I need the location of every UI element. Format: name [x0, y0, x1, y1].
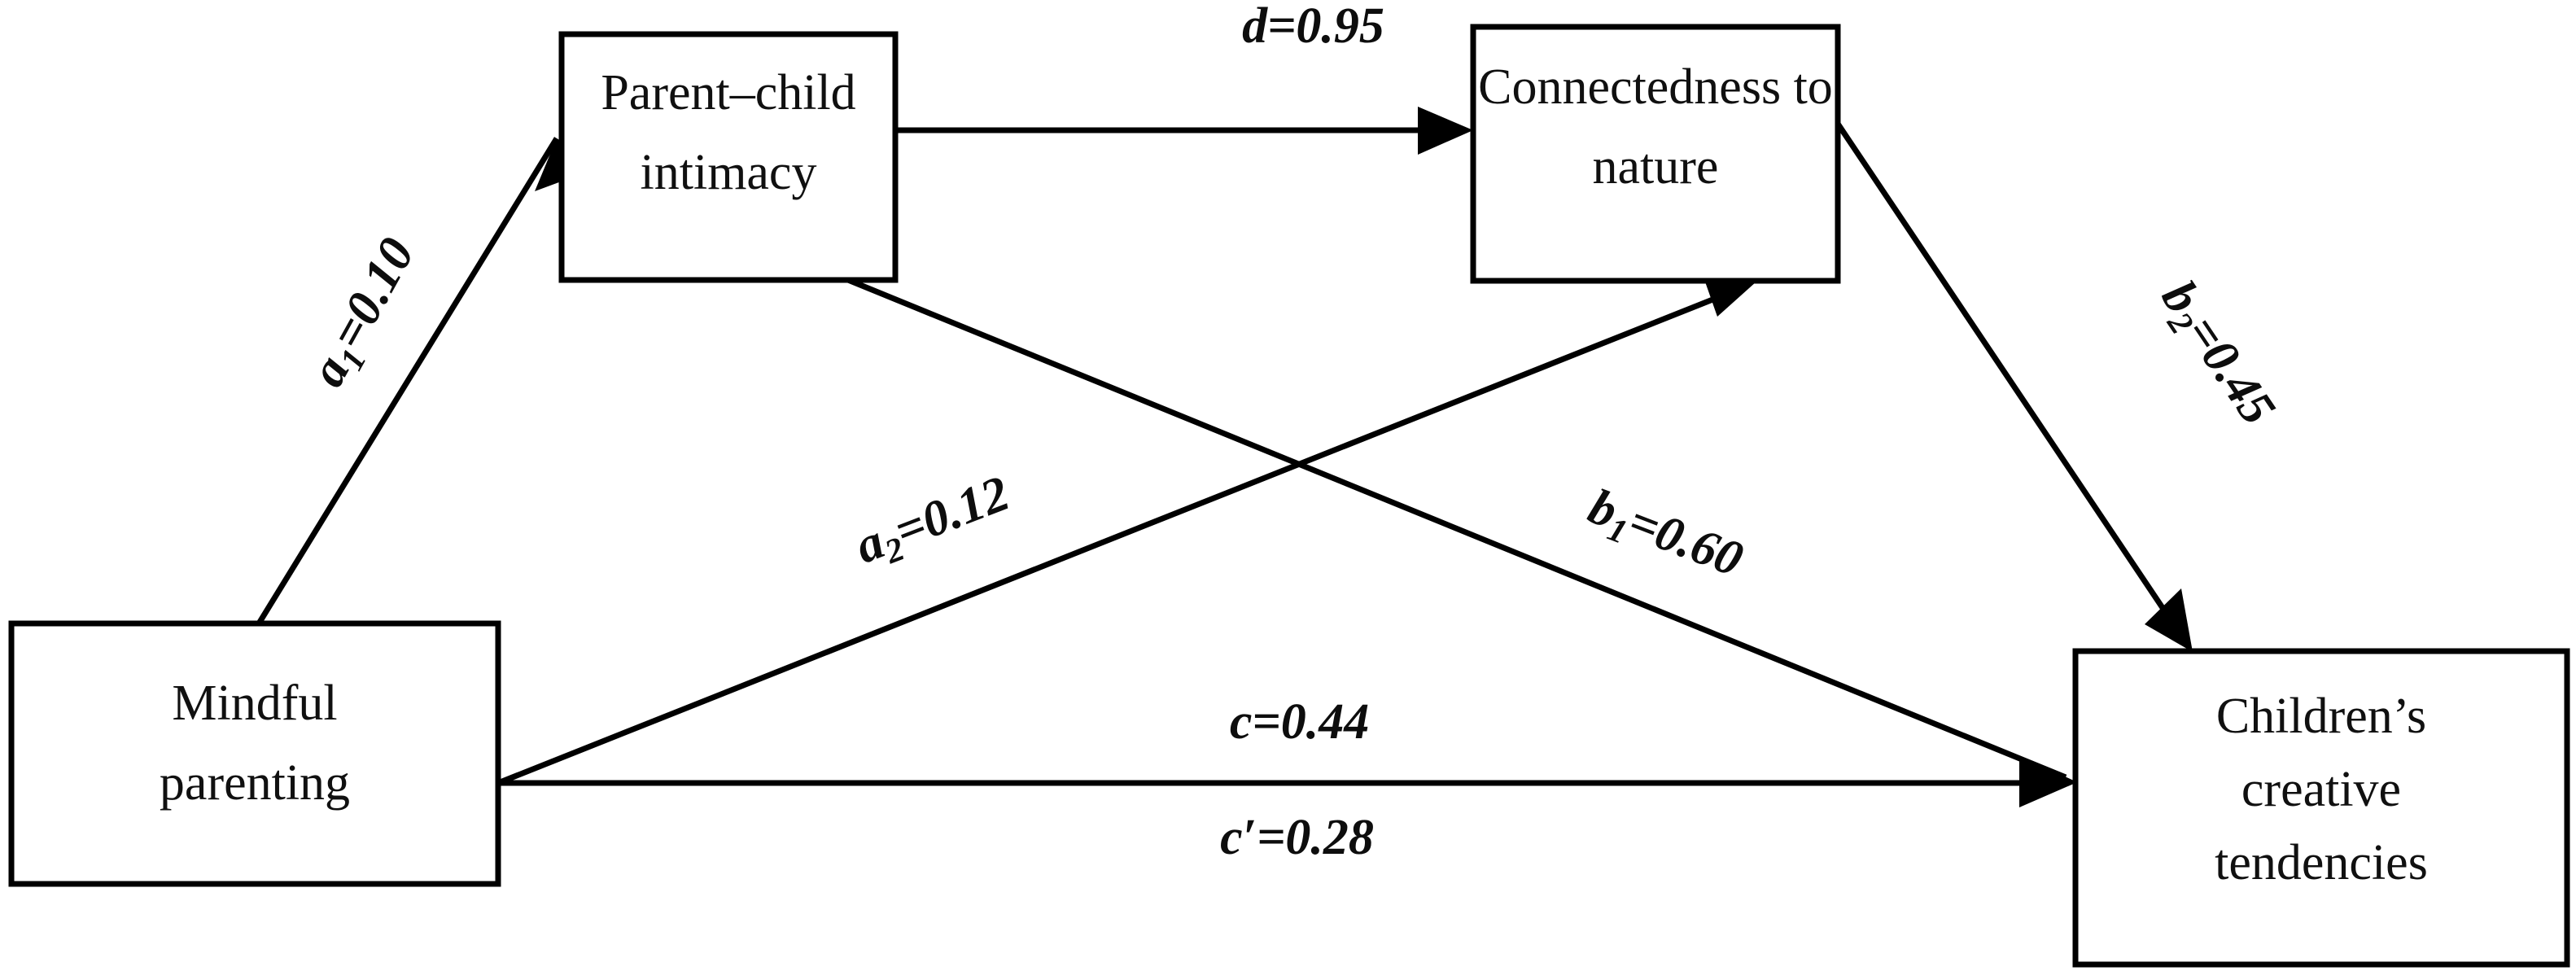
edge-d — [895, 107, 1473, 155]
node-childrens-creative-tendencies-box — [2072, 648, 2570, 968]
edge-label-c-prime-text: c′=0.28 — [1107, 810, 1463, 865]
node-connectedness-to-nature-label-line1: Connectedness to — [1478, 59, 1833, 115]
edge-c — [498, 759, 2075, 807]
edge-label-a2-text: a2=0.12 — [742, 434, 1101, 620]
edge-label-d-number: 0.95 — [1296, 0, 1384, 54]
edge-label-d-equals: = — [1267, 0, 1296, 54]
edge-label-c-prime-equals: = — [1257, 810, 1285, 865]
edge-label-d: d=0.95 — [1129, 0, 1473, 54]
edge-label-d-symbol: d — [1242, 0, 1268, 54]
node-mindful-parenting-label-line1: Mindful — [172, 676, 337, 731]
edge-c-arrowhead — [2019, 759, 2075, 807]
edge-label-a2: a2=0.12 — [742, 434, 1101, 620]
edge-a2-line — [496, 282, 1749, 786]
node-childrens-creative-tendencies-label-line1: Children’s — [2216, 689, 2426, 744]
edge-b2-line — [1835, 122, 2189, 645]
edge-label-b2: b2=0.45 — [2082, 177, 2335, 511]
node-parent-child-intimacy-label-line2: intimacy — [641, 145, 817, 200]
edge-label-b1-text: b1=0.60 — [1473, 438, 1832, 624]
node-connectedness-to-nature-box — [1470, 24, 1841, 284]
node-childrens-creative-tendencies[interactable]: Children’s creative tendencies — [2072, 648, 2570, 968]
edge-label-c-text: c=0.44 — [1116, 694, 1457, 750]
edge-b2 — [1835, 122, 2193, 652]
node-mindful-parenting-box — [8, 620, 501, 887]
edge-label-c-number: 0.44 — [1281, 694, 1370, 750]
edge-label-c: c=0.44 — [1116, 694, 1457, 750]
edge-label-c-prime-symbol: c′ — [1220, 810, 1257, 865]
edge-label-d-text: d=0.95 — [1129, 0, 1473, 54]
edge-label-c-equals: = — [1252, 694, 1280, 750]
node-childrens-creative-tendencies-label-line2: creative — [2241, 762, 2401, 817]
edge-b2-arrowhead — [2145, 588, 2193, 652]
node-mindful-parenting[interactable]: Mindful parenting — [8, 620, 501, 887]
node-parent-child-intimacy[interactable]: Parent–child intimacy — [558, 31, 899, 283]
edge-label-b1-number: 0.60 — [1647, 505, 1750, 588]
node-childrens-creative-tendencies-label-line3: tendencies — [2215, 835, 2428, 890]
edge-d-arrowhead — [1418, 107, 1473, 155]
edge-label-a2-number: 0.12 — [914, 466, 1017, 549]
edge-label-c-prime-number: 0.28 — [1285, 810, 1374, 865]
node-connectedness-to-nature[interactable]: Connectedness to nature — [1470, 24, 1841, 284]
edge-b1-line — [846, 277, 2067, 781]
node-connectedness-to-nature-label-line2: nature — [1593, 139, 1719, 195]
edge-a1-line — [256, 137, 559, 625]
edge-label-b1: b1=0.60 — [1473, 438, 1832, 624]
node-mindful-parenting-label-line2: parenting — [160, 755, 350, 811]
node-parent-child-intimacy-label-line1: Parent–child — [601, 65, 855, 120]
node-parent-child-intimacy-box — [558, 31, 899, 283]
edge-label-c-symbol: c — [1230, 694, 1253, 750]
edge-b1 — [846, 277, 2075, 804]
edge-label-b2-text: b2=0.45 — [2082, 177, 2335, 511]
edge-label-c-prime: c′=0.28 — [1107, 810, 1463, 865]
